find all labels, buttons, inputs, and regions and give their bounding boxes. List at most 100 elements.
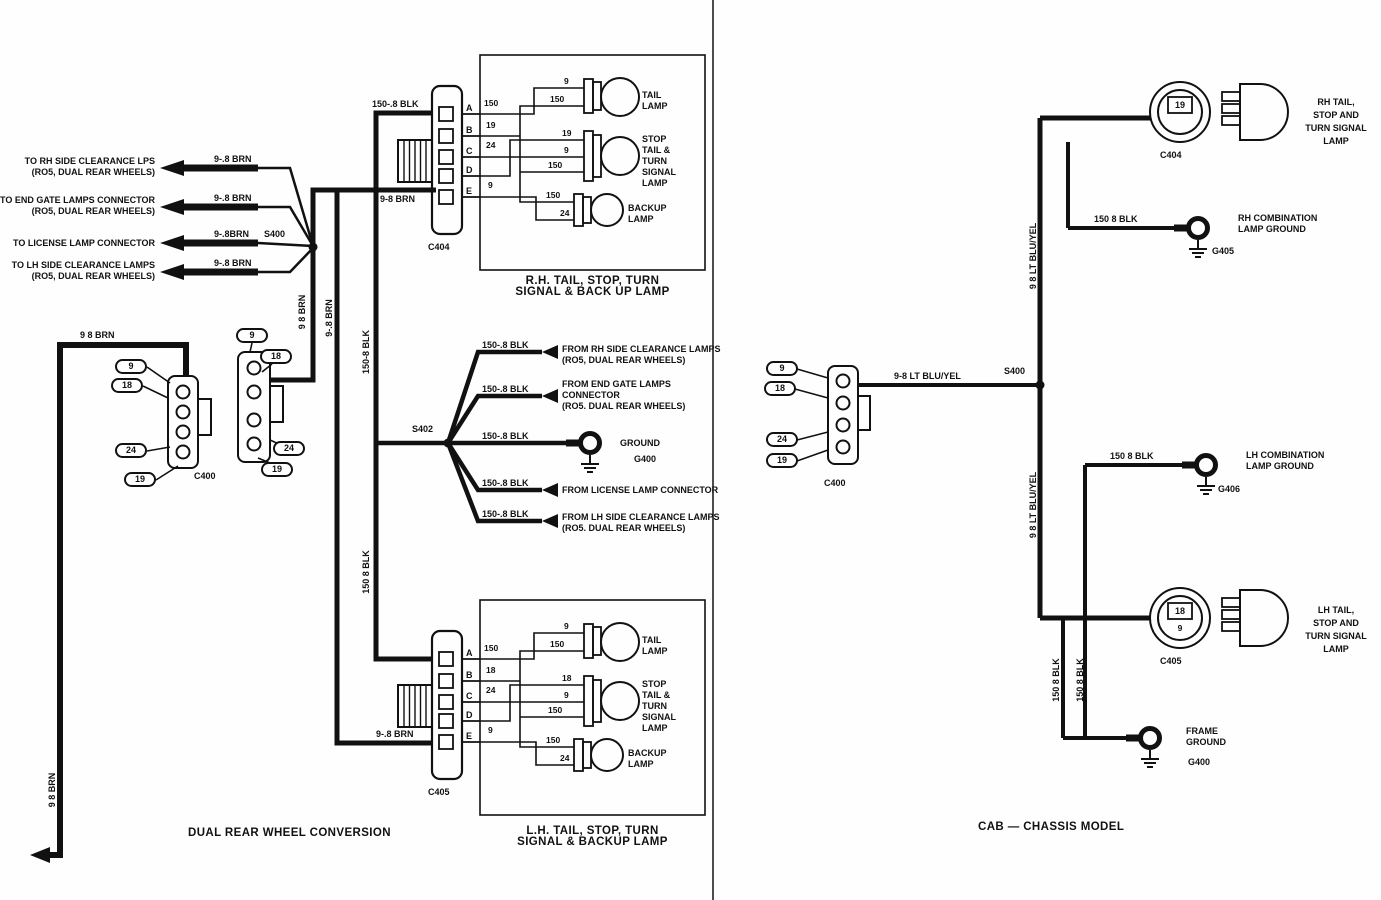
right-c400-connector	[794, 365, 871, 465]
pin-letter: A	[466, 648, 473, 658]
wire-label: 9-.8 BRN	[214, 193, 252, 203]
arrow-left-icon	[542, 514, 558, 528]
arrow-left-icon	[30, 847, 50, 863]
circuit-number: 150	[484, 98, 499, 108]
pin-letter: C	[466, 146, 473, 156]
wire-label-vertical: 150 8 BLK	[1075, 658, 1085, 702]
ground-id-g406: G406	[1218, 484, 1241, 494]
pin-cavity: 19	[124, 472, 156, 487]
pin-letter: B	[466, 125, 473, 135]
wire-label: 150-.8 BLK	[482, 478, 529, 488]
pin-cavity: 9	[115, 359, 147, 374]
wire-label-vertical: 150 8 BLK	[361, 550, 371, 594]
connector-label-c400: C400	[194, 471, 216, 481]
wire-label: 150-.8 BLK	[482, 340, 529, 350]
cavity-number: 9	[1177, 623, 1183, 633]
terminal-number: 150	[550, 94, 565, 104]
ground-id-g400: G400	[634, 454, 657, 464]
ring-terminal-icon	[1182, 456, 1216, 475]
arrow-left-icon	[542, 389, 558, 403]
splice-label-s400: S400	[1004, 366, 1026, 376]
connector-label-c405: C405	[1160, 656, 1182, 666]
arrow-left-icon	[542, 483, 558, 497]
c400-connector-a	[142, 366, 212, 481]
terminal-number: 9	[564, 621, 569, 631]
c405-connector	[397, 629, 480, 781]
c400-connector-b	[237, 342, 284, 464]
c404-connector	[397, 84, 480, 236]
terminal-number: 24	[560, 753, 570, 763]
wire-label: 9-8 LT BLU/YEL	[894, 371, 961, 381]
arrow-left-icon	[160, 235, 184, 251]
lh-lamp-box	[479, 599, 706, 816]
right-trunk-wires	[858, 115, 1150, 621]
wire-label: 150 8 BLK	[1110, 451, 1154, 461]
ground-symbol-icon	[1195, 475, 1217, 496]
splice-s400-node	[1035, 380, 1045, 390]
cavity-number: 18	[1174, 606, 1185, 616]
ground-symbol-icon	[1139, 748, 1161, 769]
pin-letter: D	[466, 165, 473, 175]
wire-label-vertical: 150-8 BLK	[361, 329, 371, 375]
right-c404-circle-connector	[1149, 81, 1211, 143]
arrow-left-icon	[160, 264, 184, 280]
pin-cavity: 24	[766, 432, 798, 447]
ground-symbol-icon	[581, 455, 599, 472]
terminal-number: 150	[548, 160, 563, 170]
connector-label-c404: C404	[428, 242, 450, 252]
pin-cavity: 19	[766, 453, 798, 468]
s402-splice	[376, 345, 600, 528]
terminal-number: 19	[562, 128, 572, 138]
wire-label-vertical: 9 8 LT BLU/YEL	[1028, 222, 1038, 290]
pin-letter: C	[466, 691, 473, 701]
wire-label-vertical: 9 8 BRN	[47, 772, 57, 808]
rh-lamp-box	[479, 54, 706, 271]
pin-cavity: 18	[260, 349, 292, 364]
splice-label-s400: S400	[264, 229, 286, 239]
pin-letter: E	[466, 186, 473, 196]
wire-label: 150-.8 BLK	[482, 431, 529, 441]
wire-label-vertical: 9 8 BRN	[297, 294, 307, 330]
arrow-left-icon	[160, 160, 184, 176]
cavity-number: 19	[1174, 100, 1185, 110]
wire-label: 9 8 BRN	[80, 330, 115, 340]
feed-wires	[160, 160, 315, 280]
circuit-number: 24	[486, 140, 496, 150]
wire-label: 9-8 BRN	[380, 194, 416, 204]
feed-label-license: TO LICENSE LAMP CONNECTOR	[12, 238, 155, 248]
connector-label-c404: C404	[1160, 150, 1182, 160]
terminal-number: 150	[548, 705, 563, 715]
ground-id-g405: G405	[1212, 246, 1235, 256]
pin-cavity: 18	[111, 378, 143, 393]
feed-label-rh-clearance: TO RH SIDE CLEARANCE LPS(RO5, DUAL REAR …	[24, 156, 155, 177]
terminal-number: 9	[564, 690, 569, 700]
pin-cavity: 19	[261, 462, 293, 477]
right-section-caption: CAB — CHASSIS MODEL	[978, 821, 1125, 833]
circuit-number: 9	[488, 180, 493, 190]
connector-label-c405: C405	[428, 787, 450, 797]
ground-symbol-icon	[1187, 238, 1209, 259]
terminal-number: 18	[562, 673, 572, 683]
terminal-number: 150	[546, 735, 561, 745]
rh-lamp-plug-icon	[1221, 83, 1289, 141]
pin-cavity: 24	[273, 441, 305, 456]
terminal-number: 9	[564, 76, 569, 86]
wire-label-vertical: 9-.8 BRN	[324, 299, 334, 337]
splice-label-s402: S402	[412, 424, 434, 434]
left-section-caption: DUAL REAR WHEEL CONVERSION	[188, 827, 391, 839]
wire-label: 9-.8BRN	[214, 229, 250, 239]
terminal-number: 24	[560, 208, 570, 218]
connector-label-c400: C400	[824, 478, 846, 488]
wire-label-vertical: 9 8 LT BLU/YEL	[1028, 471, 1038, 539]
